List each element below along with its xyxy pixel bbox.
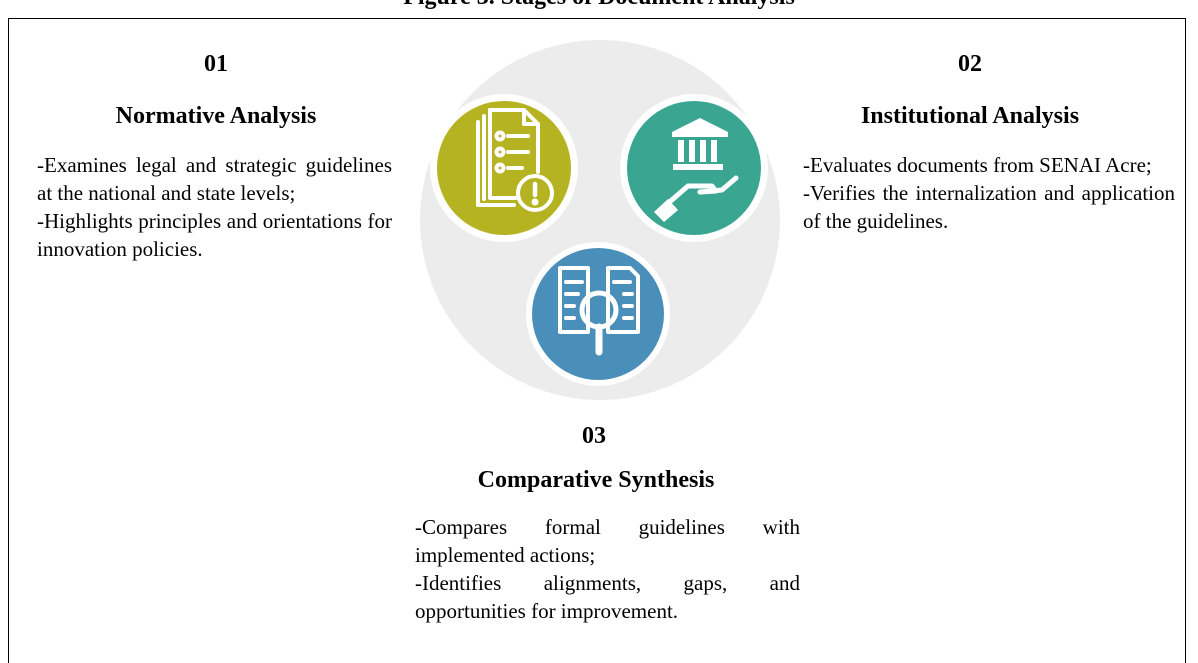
document-checklist-alert-icon bbox=[476, 108, 554, 212]
stage-01-point: -Highlights principles and orientations … bbox=[37, 209, 392, 261]
stage-03-circle bbox=[526, 242, 670, 386]
stage-02-point: -Verifies the internalization and applic… bbox=[803, 181, 1175, 233]
stage-02-title: Institutional Analysis bbox=[860, 103, 1080, 129]
stage-cycle-diagram bbox=[420, 40, 780, 400]
figure-frame bbox=[8, 18, 1186, 663]
stage-01-title: Normative Analysis bbox=[115, 103, 317, 129]
stage-02-description: -Evaluates documents from SENAI Acre; -V… bbox=[803, 151, 1175, 235]
stage-01-number: 01 bbox=[204, 51, 228, 77]
stage-02-circle bbox=[620, 94, 768, 242]
stage-03-point: -Compares formal guidelines with impleme… bbox=[415, 515, 800, 567]
figure-title: Figure 3. Stages of Document Analysis bbox=[0, 0, 1198, 11]
stage-03-point: -Identifies alignments, gaps, and opport… bbox=[415, 571, 800, 623]
stage-03-number: 03 bbox=[582, 423, 606, 449]
stage-01-circle bbox=[430, 94, 578, 242]
stage-03-title: Comparative Synthesis bbox=[477, 467, 715, 493]
stage-02-number: 02 bbox=[958, 51, 982, 77]
stage-01-point: -Examines legal and strategic guidelines… bbox=[37, 153, 392, 205]
stage-02-point: -Evaluates documents from SENAI Acre; bbox=[803, 153, 1152, 177]
institution-hand-icon bbox=[672, 118, 728, 170]
stage-01-description: -Examines legal and strategic guidelines… bbox=[37, 151, 392, 263]
stage-03-description: -Compares formal guidelines with impleme… bbox=[415, 513, 800, 625]
documents-magnifier-icon bbox=[558, 266, 640, 356]
